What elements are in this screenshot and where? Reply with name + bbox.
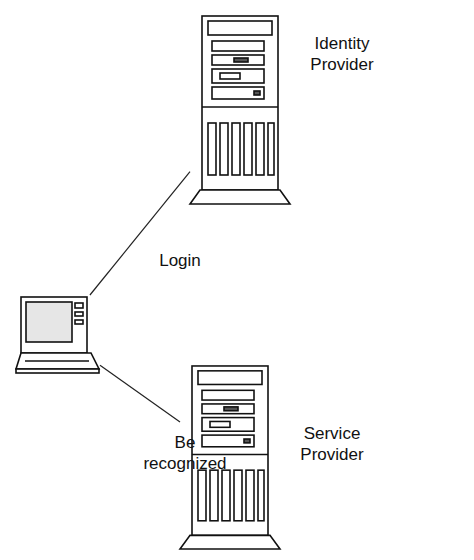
edge-label: Be recognized (135, 432, 235, 474)
laptop-node (15, 295, 100, 375)
server-label: Service Provider (292, 423, 372, 465)
laptop-computer (15, 295, 100, 375)
connector-line (100, 365, 180, 422)
connector-line (90, 172, 190, 295)
server-tower (190, 15, 290, 205)
server-label: Identity Provider (302, 33, 382, 75)
edge-label: Login (145, 250, 215, 271)
server-node: Identity Provider (190, 15, 290, 205)
